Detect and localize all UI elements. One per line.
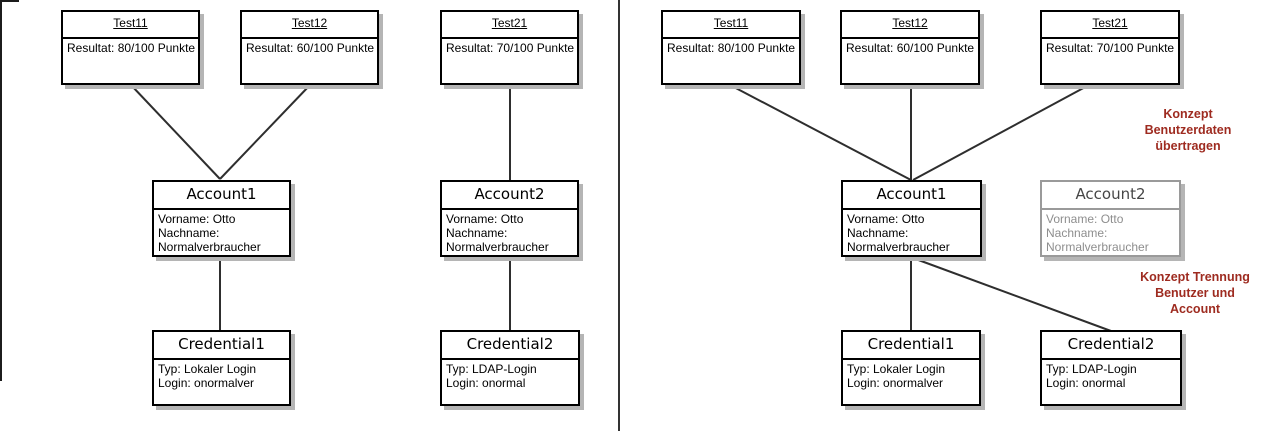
- node-title: Account1: [843, 182, 980, 210]
- node-attr: Vorname: Otto: [158, 212, 236, 226]
- edge-right-account1-credential2: [912, 257, 1112, 332]
- node-attr: Typ: Lokaler Login: [847, 362, 946, 376]
- node-body: Typ: LDAP-Login Login: onormal: [1042, 360, 1180, 392]
- node-body: Vorname: Otto Nachname: Normalverbrauche…: [843, 210, 980, 256]
- node-attr: Resultat: 80/100 Punkte: [67, 41, 196, 55]
- node-title: Test21: [442, 12, 577, 39]
- left-node-test11: Test11 Resultat: 80/100 Punkte: [61, 10, 200, 85]
- node-body: Resultat: 80/100 Punkte: [63, 39, 198, 57]
- annotation-benutzerdaten-uebertragen: Konzept Benutzerdaten übertragen: [1144, 107, 1232, 153]
- node-attr: Resultat: 60/100 Punkte: [246, 41, 375, 55]
- right-node-account2-deprecated: Account2 Vorname: Otto Nachname: Normalv…: [1040, 180, 1181, 257]
- right-node-credential2: Credential2 Typ: LDAP-Login Login: onorm…: [1040, 330, 1182, 406]
- node-body: Resultat: 80/100 Punkte: [663, 39, 799, 57]
- node-body: Vorname: Otto Nachname: Normalverbrauche…: [154, 210, 289, 256]
- node-title: Credential1: [843, 332, 979, 360]
- right-node-test12: Test12 Resultat: 60/100 Punkte: [840, 10, 980, 85]
- node-attr: Login: onormalver: [158, 376, 255, 390]
- node-title: Test11: [63, 12, 198, 39]
- node-body: Resultat: 70/100 Punkte: [1042, 39, 1178, 57]
- node-attr: Nachname:: [1046, 226, 1108, 240]
- node-attr: Typ: Lokaler Login: [158, 362, 257, 376]
- node-body: Vorname: Otto Nachname: Normalverbrauche…: [442, 210, 577, 256]
- node-attr: Typ: LDAP-Login: [1046, 362, 1137, 376]
- right-node-test11: Test11 Resultat: 80/100 Punkte: [661, 10, 801, 85]
- left-node-account1: Account1 Vorname: Otto Nachname: Normalv…: [152, 180, 291, 257]
- node-attr: Nachname:: [446, 226, 508, 240]
- node-attr: Nachname:: [847, 226, 909, 240]
- left-node-account2: Account2 Vorname: Otto Nachname: Normalv…: [440, 180, 579, 257]
- right-node-test21: Test21 Resultat: 70/100 Punkte: [1040, 10, 1180, 85]
- left-node-test12: Test12 Resultat: 60/100 Punkte: [240, 10, 379, 85]
- node-attr: Nachname:: [158, 226, 220, 240]
- node-attr: Vorname: Otto: [847, 212, 925, 226]
- node-body: Resultat: 70/100 Punkte: [442, 39, 577, 57]
- right-node-credential1: Credential1 Typ: Lokaler Login Login: on…: [841, 330, 981, 406]
- node-attr: Login: onormalver: [847, 376, 944, 390]
- node-title: Credential2: [442, 332, 578, 360]
- node-attr: Normalverbraucher: [1046, 240, 1149, 254]
- node-body: Resultat: 60/100 Punkte: [842, 39, 978, 57]
- node-title: Credential1: [154, 332, 289, 360]
- edge-right-test21-account1: [912, 84, 1090, 181]
- node-body: Typ: LDAP-Login Login: onormal: [442, 360, 578, 392]
- node-title: Test11: [663, 12, 799, 39]
- node-attr: Login: onormal: [446, 376, 526, 390]
- node-attr: Resultat: 60/100 Punkte: [846, 41, 975, 55]
- node-body: Typ: Lokaler Login Login: onormalver: [154, 360, 289, 392]
- node-attr: Vorname: Otto: [1046, 212, 1124, 226]
- node-title: Account1: [154, 182, 289, 210]
- node-title: Account2: [1042, 182, 1179, 210]
- node-title: Test12: [842, 12, 978, 39]
- right-node-account1: Account1 Vorname: Otto Nachname: Normalv…: [841, 180, 982, 257]
- node-attr: Resultat: 70/100 Punkte: [1046, 41, 1175, 55]
- node-attr: Normalverbraucher: [847, 240, 950, 254]
- node-attr: Login: onormal: [1046, 376, 1126, 390]
- node-title: Credential2: [1042, 332, 1180, 360]
- node-attr: Resultat: 70/100 Punkte: [446, 41, 575, 55]
- node-body: Typ: Lokaler Login Login: onormalver: [843, 360, 979, 392]
- node-attr: Normalverbraucher: [158, 240, 261, 254]
- node-attr: Normalverbraucher: [446, 240, 549, 254]
- edge-right-test11-account1: [729, 84, 912, 181]
- left-node-credential1: Credential1 Typ: Lokaler Login Login: on…: [152, 330, 291, 406]
- node-title: Account2: [442, 182, 577, 210]
- left-node-credential2: Credential2 Typ: LDAP-Login Login: onorm…: [440, 330, 580, 406]
- left-node-test21: Test21 Resultat: 70/100 Punkte: [440, 10, 579, 85]
- node-attr: Typ: LDAP-Login: [446, 362, 537, 376]
- edge-left-test12-account1: [219, 84, 311, 180]
- node-body: Resultat: 60/100 Punkte: [242, 39, 377, 57]
- node-title: Test21: [1042, 12, 1178, 39]
- annotation-trennung-benutzer-account: Konzept Trennung Benutzer und Account: [1140, 270, 1250, 316]
- node-attr: Vorname: Otto: [446, 212, 524, 226]
- node-title: Test12: [242, 12, 377, 39]
- node-attr: Resultat: 80/100 Punkte: [667, 41, 796, 55]
- node-body: Vorname: Otto Nachname: Normalverbrauche…: [1042, 210, 1179, 256]
- edge-left-test11-account1: [130, 84, 221, 180]
